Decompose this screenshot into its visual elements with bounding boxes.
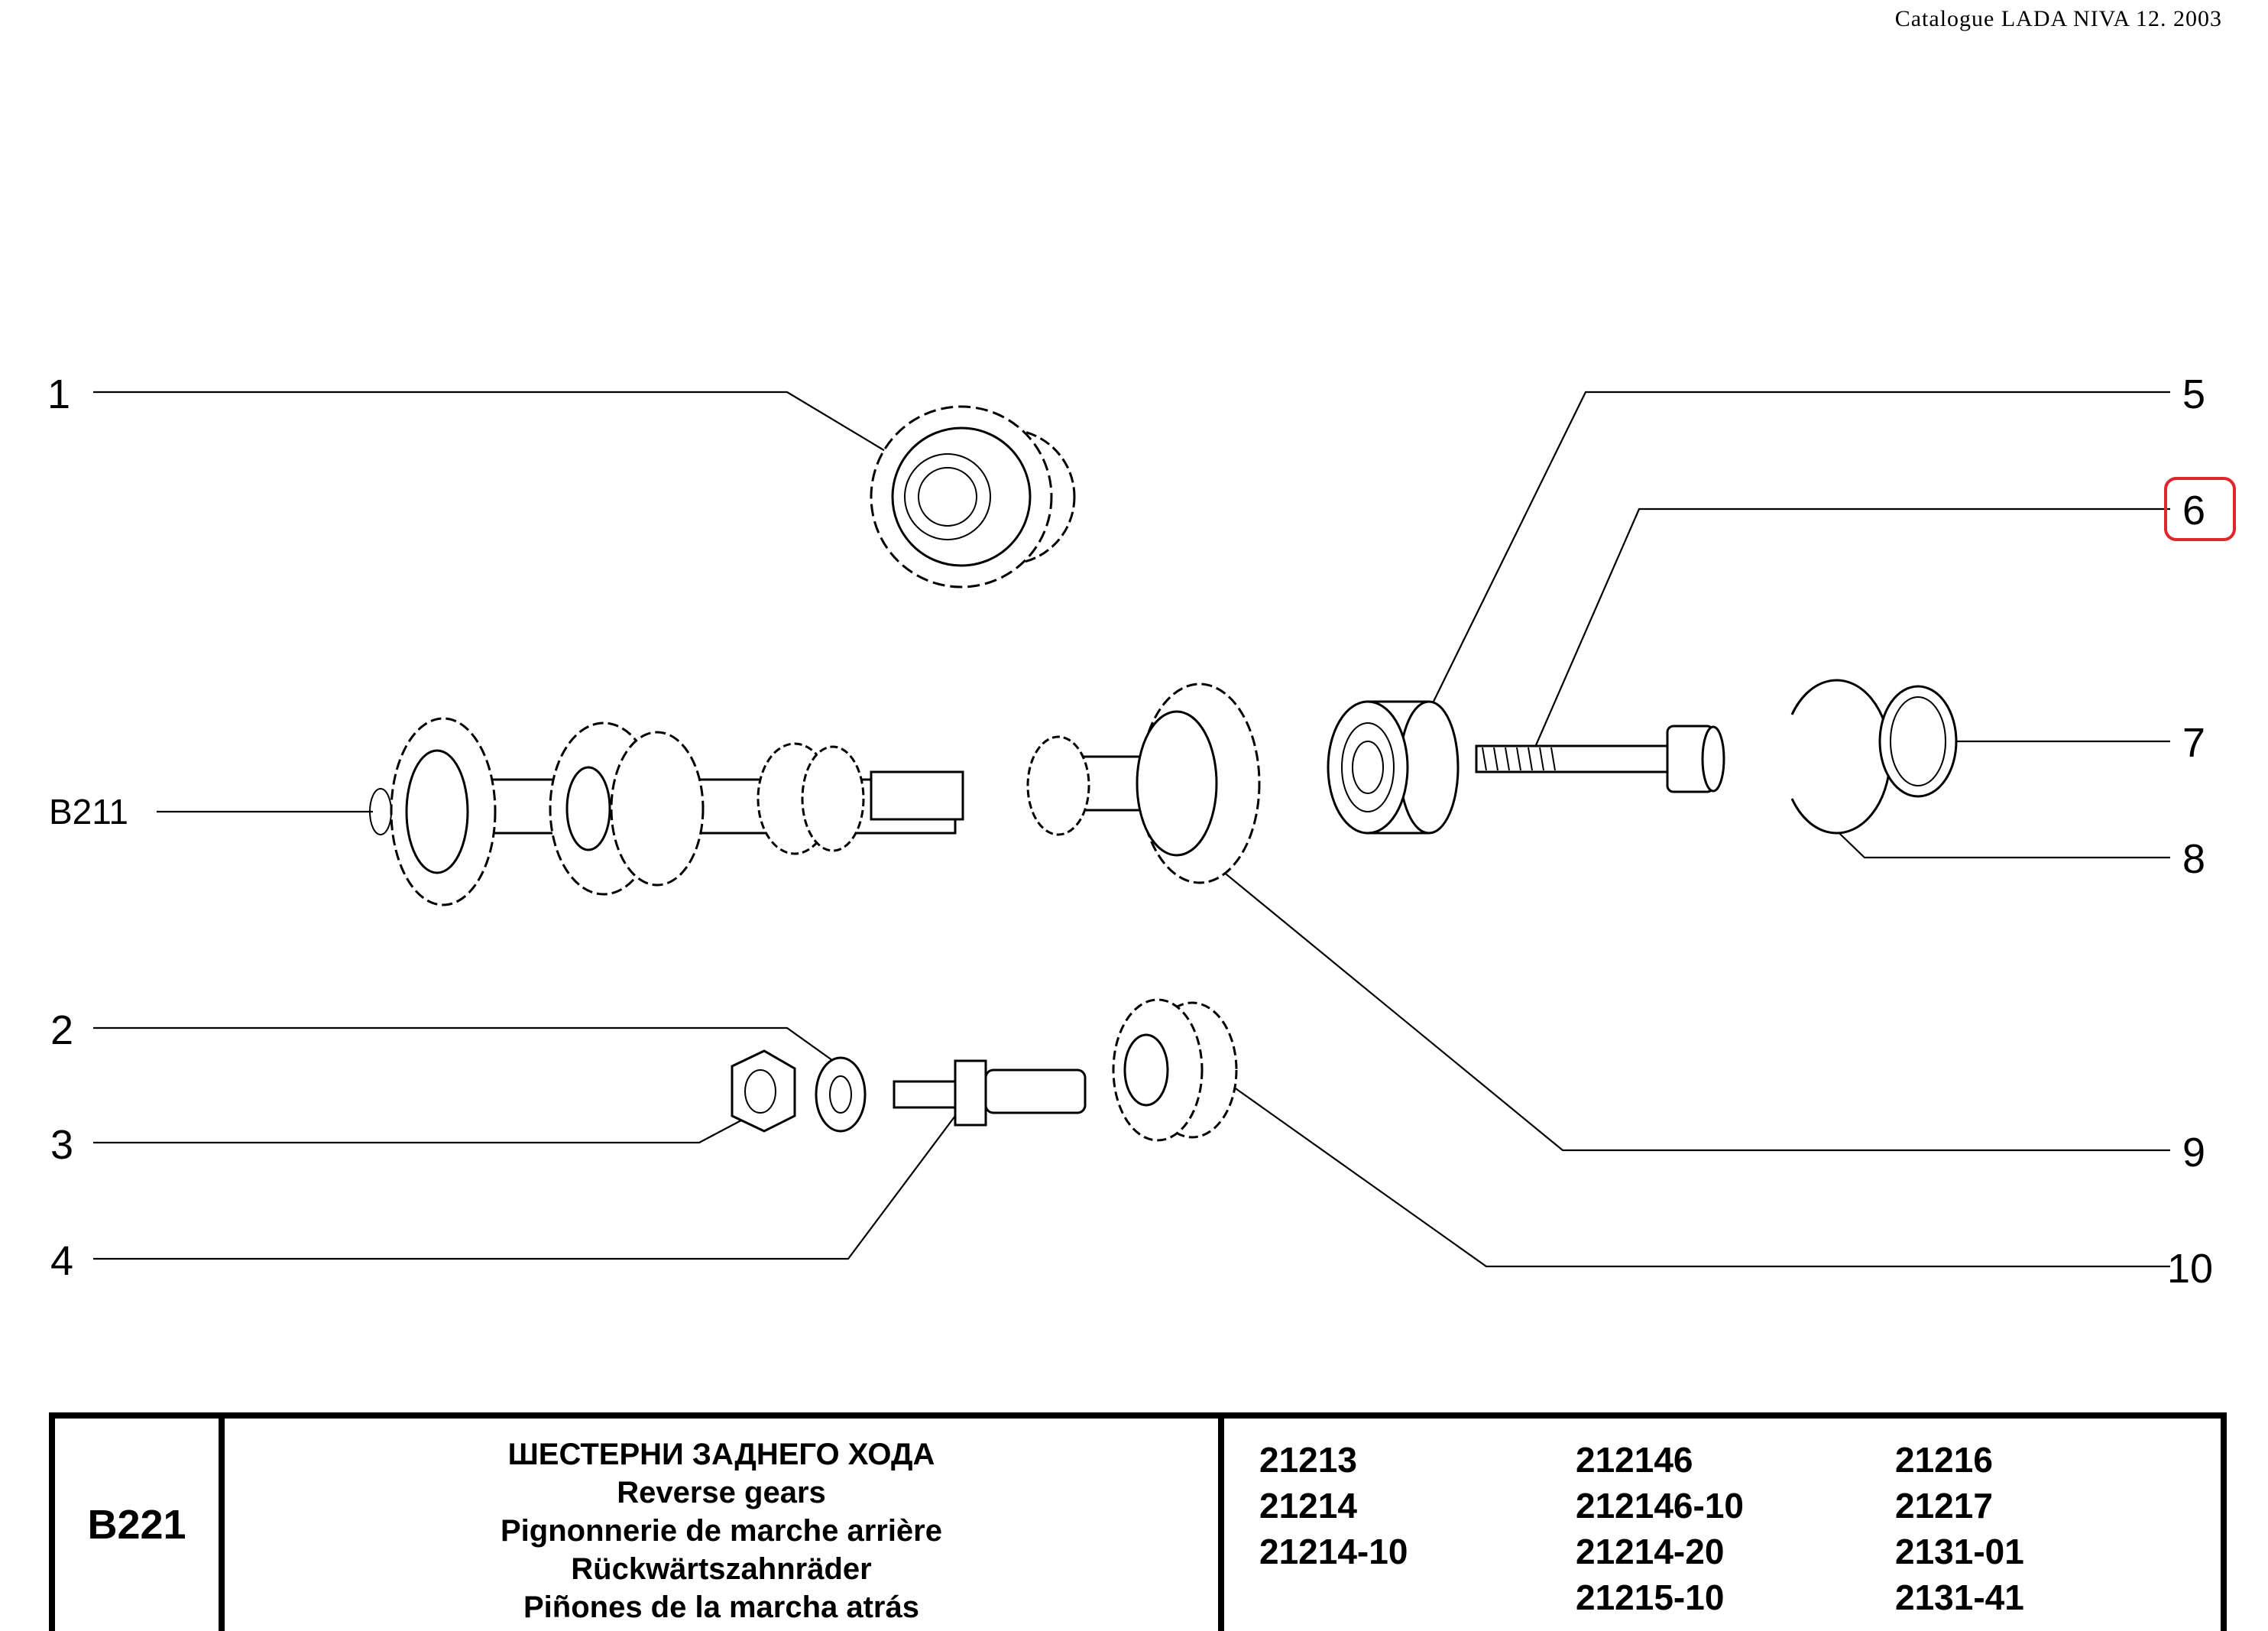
washer: [815, 1056, 867, 1133]
model-column-1: 21213 21214 21214-10: [1259, 1437, 1408, 1574]
main-shaft-assembly: [369, 717, 964, 906]
ring: [1878, 685, 1958, 798]
ball-bearing: [1327, 700, 1460, 835]
reference-label: B211: [49, 792, 128, 832]
model-code: 21217: [1895, 1486, 1993, 1526]
model-code: 2131-41: [1895, 1577, 2024, 1617]
callout-7: 7: [2182, 720, 2205, 766]
callout-1: 1: [47, 371, 70, 417]
bolt: [1475, 725, 1725, 793]
model-code: 212146: [1576, 1440, 1693, 1480]
model-code: 21214-20: [1576, 1532, 1725, 1571]
callout-6: 6: [2182, 488, 2205, 533]
title-de: Rückwärtszahnräder: [571, 1552, 872, 1586]
callouts: 1 2 3 4 5 6 7 8 9 10 B211: [47, 371, 2213, 1292]
callout-9: 9: [2182, 1130, 2205, 1175]
model-code: 21216: [1895, 1440, 1993, 1480]
circlip: [1790, 679, 1891, 835]
title-ru: ШЕСТЕРНИ ЗАДНЕГО ХОДА: [507, 1438, 935, 1471]
model-code: 21214: [1259, 1486, 1357, 1526]
reverse-gear-axle: [893, 1059, 1087, 1127]
catalogue-header: Catalogue LADA NIVA 12. 2003: [1894, 6, 2222, 31]
callout-4: 4: [50, 1238, 73, 1284]
model-code: 21213: [1259, 1440, 1357, 1480]
callout-8: 8: [2182, 836, 2205, 882]
callout-10: 10: [2167, 1246, 2213, 1292]
callout-highlight: [2164, 477, 2236, 541]
title-es: Piñones de la marcha atrás: [523, 1590, 919, 1624]
model-code: 2131-01: [1895, 1532, 2024, 1571]
parts-diagram: 1 2 3 4 5 6 7 8 9 10 B211: [47, 371, 2236, 1292]
model-code: 21214-10: [1259, 1532, 1408, 1571]
callout-3: 3: [50, 1122, 73, 1168]
section-code: B221: [55, 1419, 225, 1631]
model-code: 212146-10: [1576, 1486, 1744, 1526]
callout-2: 2: [50, 1007, 73, 1053]
model-column-2: 212146 212146-10 21214-20 21215-10: [1576, 1437, 1744, 1620]
leader-lines: [93, 391, 2170, 1268]
section-title: ШЕСТЕРНИ ЗАДНЕГО ХОДА Reverse gears Pign…: [225, 1419, 1224, 1631]
nut: [731, 1049, 796, 1133]
parts-table: B221 ШЕСТЕРНИ ЗАДНЕГО ХОДА Reverse gears…: [49, 1412, 2227, 1631]
reverse-shaft-gear: [1026, 683, 1261, 884]
model-code: 21215-10: [1576, 1577, 1725, 1617]
reverse-intermediate-gear: [1112, 998, 1238, 1142]
reverse-idler-gear: [870, 405, 1076, 589]
title-en: Reverse gears: [617, 1476, 826, 1509]
title-fr: Pignonnerie de marche arrière: [500, 1514, 942, 1548]
callout-5: 5: [2182, 371, 2205, 417]
model-list: 21213 21214 21214-10 212146 212146-10 21…: [1224, 1419, 2221, 1631]
model-column-3: 21216 21217 2131-01 2131-41: [1895, 1437, 2024, 1620]
